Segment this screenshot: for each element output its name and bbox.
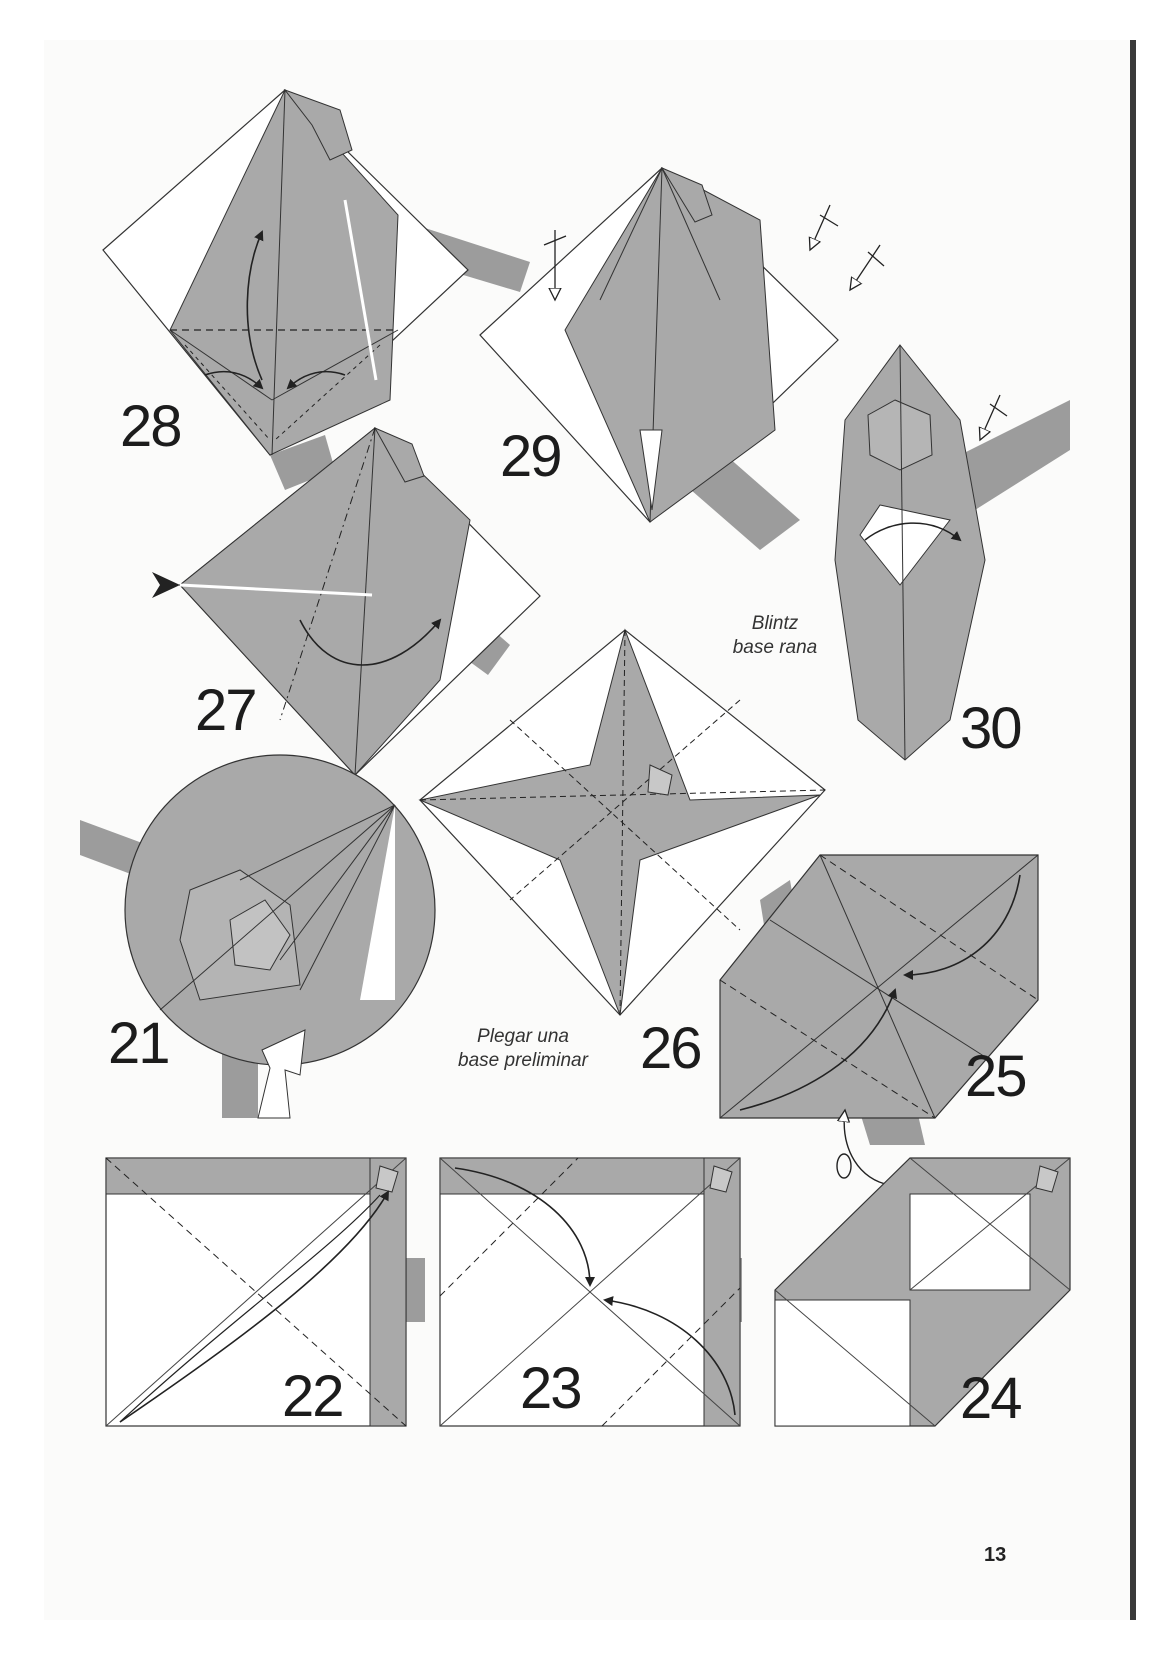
step-number-21: 21 bbox=[108, 1015, 169, 1073]
step-number-29: 29 bbox=[500, 428, 561, 486]
note-preliminar-line1: Plegar una bbox=[448, 1025, 598, 1049]
step-number-22: 22 bbox=[282, 1368, 343, 1426]
step-number-25: 25 bbox=[965, 1048, 1026, 1106]
step-21-diagram bbox=[125, 755, 435, 1118]
page-number: 13 bbox=[984, 1544, 1006, 1567]
step-22-diagram bbox=[106, 1158, 406, 1426]
step-number-24: 24 bbox=[960, 1370, 1021, 1428]
note-blintz-line2: base rana bbox=[715, 636, 835, 660]
note-preliminar: Plegar una base preliminar bbox=[448, 1025, 598, 1073]
step-number-26: 26 bbox=[640, 1020, 701, 1078]
step-number-30: 30 bbox=[960, 700, 1021, 758]
note-blintz: Blintz base rana bbox=[715, 612, 835, 660]
step-number-27: 27 bbox=[195, 682, 256, 740]
note-blintz-line1: Blintz bbox=[715, 612, 835, 636]
step-23-diagram bbox=[440, 1158, 740, 1426]
step-number-28: 28 bbox=[120, 398, 181, 456]
step-24-diagram bbox=[775, 1158, 1070, 1426]
step-number-23: 23 bbox=[520, 1360, 581, 1418]
note-preliminar-line2: base preliminar bbox=[448, 1049, 598, 1073]
